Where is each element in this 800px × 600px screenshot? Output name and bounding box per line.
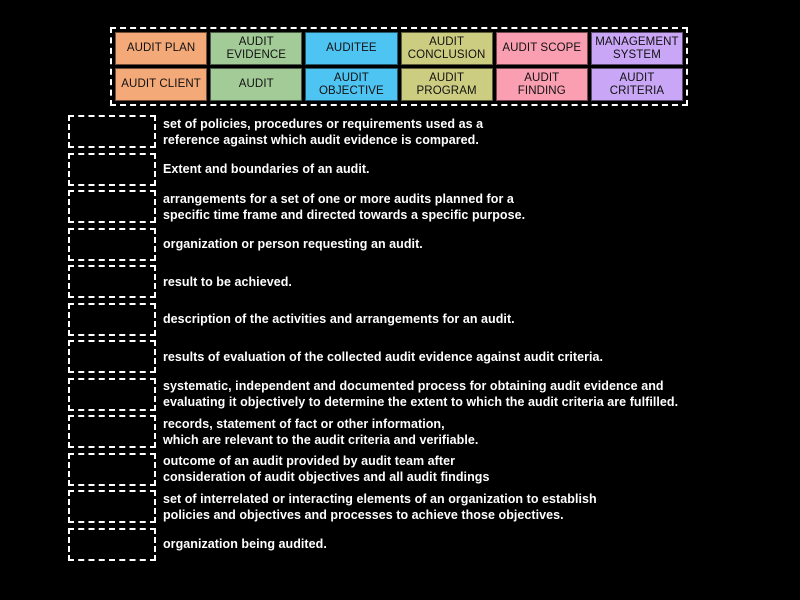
word-tile[interactable]: AUDIT PLAN <box>115 32 208 65</box>
definition-text: systematic, independent and documented p… <box>163 379 679 410</box>
definition-text: records, statement of fact or other info… <box>163 416 479 447</box>
answer-drop-zone[interactable] <box>68 227 156 261</box>
definition-text: description of the activities and arrang… <box>163 312 515 327</box>
definition-row: description of the activities and arrang… <box>0 301 800 339</box>
word-tile[interactable]: AUDIT CONCLUSION <box>400 32 493 65</box>
answer-drop-zone[interactable] <box>68 115 156 148</box>
word-tile[interactable]: AUDITEE <box>305 32 398 65</box>
word-tile[interactable]: AUDIT CLIENT <box>115 68 208 101</box>
definition-row: organization or person requesting an aud… <box>0 226 800 264</box>
definition-row: set of interrelated or interacting eleme… <box>0 488 800 526</box>
definition-row: outcome of an audit provided by audit te… <box>0 451 800 489</box>
definition-list: set of policies, procedures or requireme… <box>0 113 800 563</box>
definition-row: Extent and boundaries of an audit. <box>0 151 800 189</box>
answer-drop-zone[interactable] <box>68 302 156 336</box>
definition-row: result to be achieved. <box>0 263 800 301</box>
definition-row: records, statement of fact or other info… <box>0 413 800 451</box>
answer-drop-zone[interactable] <box>68 340 156 373</box>
definition-text: set of interrelated or interacting eleme… <box>163 491 597 522</box>
definition-text: set of policies, procedures or requireme… <box>163 116 484 147</box>
definition-text: organization or person requesting an aud… <box>163 237 423 252</box>
definition-text: result to be achieved. <box>163 274 292 289</box>
word-tile[interactable]: AUDIT SCOPE <box>495 32 588 65</box>
answer-drop-zone[interactable] <box>68 452 156 486</box>
definition-text: Extent and boundaries of an audit. <box>163 162 370 177</box>
definition-row: set of policies, procedures or requireme… <box>0 113 800 151</box>
word-tile[interactable]: AUDIT FINDING <box>495 68 588 101</box>
answer-drop-zone[interactable] <box>68 265 156 298</box>
definition-text: results of evaluation of the collected a… <box>163 349 604 364</box>
definition-text: arrangements for a set of one or more au… <box>163 191 526 222</box>
answer-drop-zone[interactable] <box>68 152 156 186</box>
definition-text: organization being audited. <box>163 537 327 552</box>
word-tile[interactable]: AUDIT <box>210 68 303 101</box>
word-tile[interactable]: AUDIT CRITERIA <box>590 68 684 101</box>
answer-drop-zone[interactable] <box>68 190 156 223</box>
word-tile[interactable]: MANAGEMENT SYSTEM <box>590 32 684 65</box>
definition-text: outcome of an audit provided by audit te… <box>163 454 490 485</box>
answer-drop-zone[interactable] <box>68 377 156 411</box>
answer-drop-zone[interactable] <box>68 527 156 561</box>
definition-row: arrangements for a set of one or more au… <box>0 188 800 226</box>
answer-drop-zone[interactable] <box>68 415 156 448</box>
definition-row: systematic, independent and documented p… <box>0 376 800 414</box>
word-tile[interactable]: AUDIT OBJECTIVE <box>305 68 398 101</box>
definition-row: organization being audited. <box>0 526 800 564</box>
definition-row: results of evaluation of the collected a… <box>0 338 800 376</box>
word-tile[interactable]: AUDIT EVIDENCE <box>210 32 303 65</box>
answer-drop-zone[interactable] <box>68 490 156 523</box>
word-tile[interactable]: AUDIT PROGRAM <box>400 68 493 101</box>
